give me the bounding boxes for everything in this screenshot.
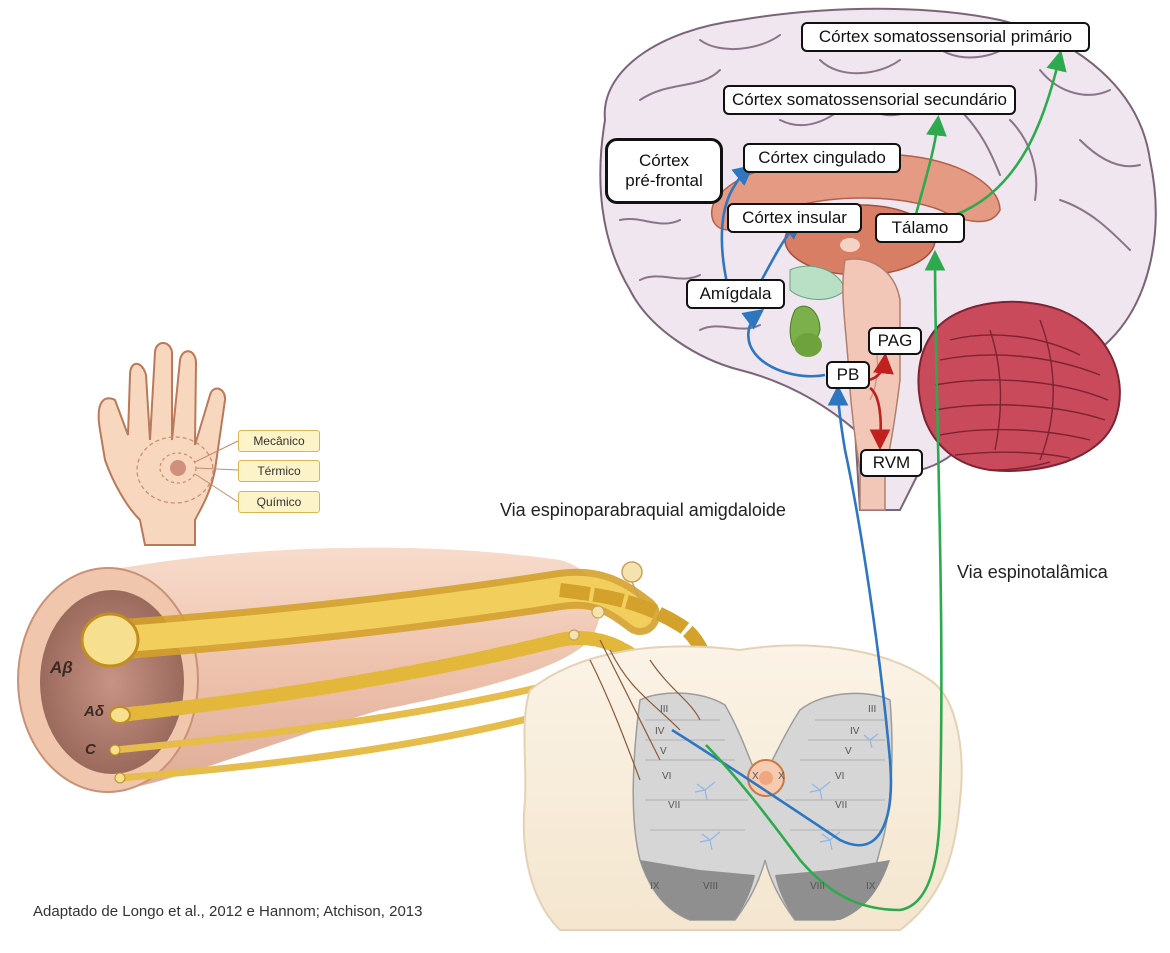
cerebellum <box>918 302 1119 471</box>
secondary-somatosensory-cortex-label: Córtex somatossensorial secundário <box>732 90 1007 110</box>
a-delta-fiber-label: Aδ <box>84 703 104 720</box>
a-beta-fiber-label: Aβ <box>50 658 73 678</box>
chemical-stimulus-tag: Químico <box>238 491 320 513</box>
amygdala-box: Amígdala <box>686 279 785 309</box>
pag-label: PAG <box>878 331 913 351</box>
prefrontal-cortex-label-line2: pré-frontal <box>625 171 702 191</box>
primary-somatosensory-cortex-label: Córtex somatossensorial primário <box>819 27 1072 47</box>
amygdala-label: Amígdala <box>700 284 772 304</box>
source-credit: Adaptado de Longo et al., 2012 e Hannom;… <box>33 903 422 920</box>
thalamus-box: Tálamo <box>875 213 965 243</box>
insular-cortex-label: Córtex insular <box>742 208 847 228</box>
insular-cortex-box: Córtex insular <box>727 203 862 233</box>
mechanical-stimulus-label: Mecânico <box>253 434 304 448</box>
pb-box: PB <box>826 361 870 389</box>
rvm-label: RVM <box>873 453 910 473</box>
thalamus-label: Tálamo <box>892 218 949 238</box>
chemical-stimulus-label: Químico <box>257 495 302 509</box>
spinoparabrachial-pathway-label: Via espinoparabraquial amigdaloide <box>500 500 786 521</box>
hand-illustration <box>99 343 238 545</box>
pb-label: PB <box>837 365 860 385</box>
spinothalamic-pathway-label: Via espinotalâmica <box>957 562 1108 583</box>
prefrontal-cortex-box: Córtex pré-frontal <box>605 138 723 204</box>
primary-somatosensory-cortex-box: Córtex somatossensorial primário <box>801 22 1090 52</box>
brain-illustration <box>600 9 1155 510</box>
rvm-box: RVM <box>860 449 923 477</box>
c-fiber-label: C <box>85 741 96 758</box>
prefrontal-cortex-label-line1: Córtex <box>639 151 689 171</box>
thermal-stimulus-tag: Térmico <box>238 460 320 482</box>
cingulate-cortex-label: Córtex cingulado <box>758 148 886 168</box>
thermal-stimulus-label: Térmico <box>257 464 300 478</box>
cingulate-cortex-box: Córtex cingulado <box>743 143 901 173</box>
pag-box: PAG <box>868 327 922 355</box>
secondary-somatosensory-cortex-box: Córtex somatossensorial secundário <box>723 85 1016 115</box>
mechanical-stimulus-tag: Mecânico <box>238 430 320 452</box>
